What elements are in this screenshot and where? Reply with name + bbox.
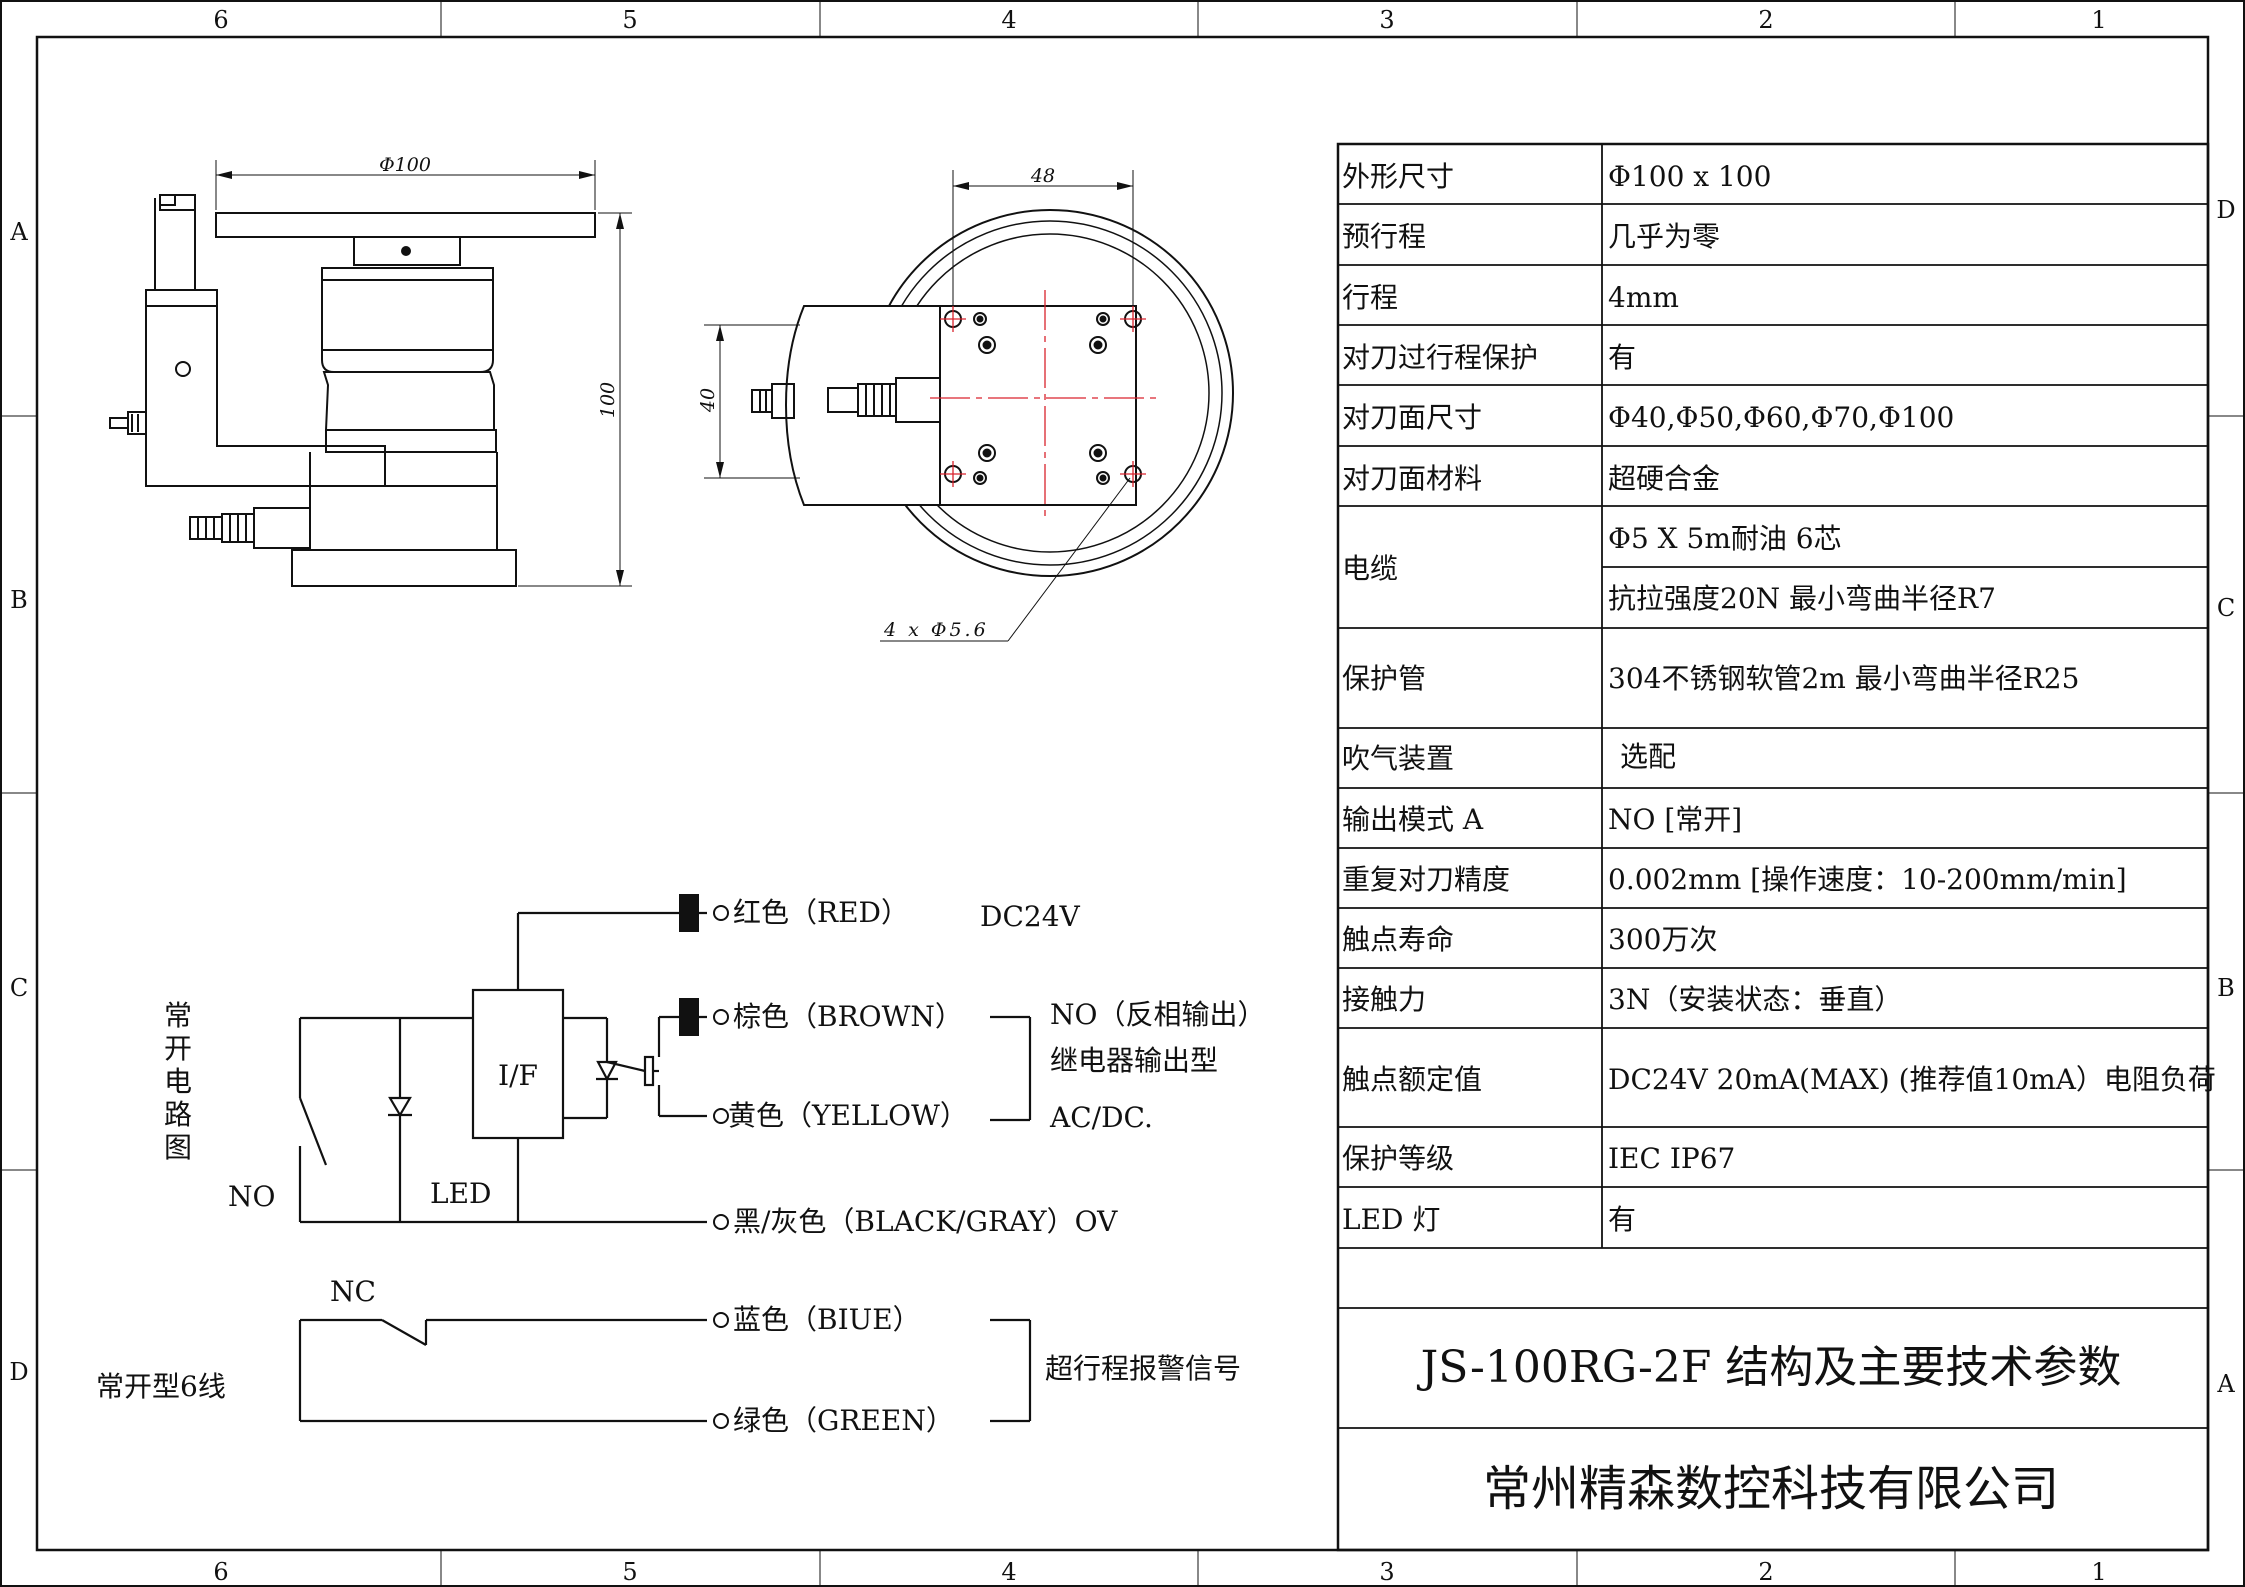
top-view: [704, 170, 1234, 642]
spec-value: 抗拉强度20N 最小弯曲半径R7: [1608, 582, 1996, 615]
centerlines: [930, 290, 1160, 520]
spec-value: NO [常开]: [1608, 803, 1742, 836]
col-label-top: 2: [1758, 6, 1773, 34]
circuit-title-char: 开: [164, 1032, 192, 1065]
spec-label: 对刀面材料: [1342, 462, 1482, 495]
frame-labels: 6 5 4 3 2 1 6 5 4 3 2 1 A B C D D C B A: [9, 6, 2235, 1586]
spec-label: 预行程: [1342, 220, 1426, 253]
spec-value: IEC IP67: [1608, 1142, 1735, 1175]
drawing-title: JS-100RG-2F 结构及主要技术参数: [1417, 1342, 2122, 1393]
spec-label: 对刀面尺寸: [1342, 401, 1482, 434]
circuit-title-char: 电: [164, 1065, 192, 1098]
col-label-bottom: 3: [1379, 1558, 1394, 1586]
col-label-bottom: 5: [622, 1558, 637, 1586]
wire-blue-label: 蓝色（BIUE）: [733, 1303, 921, 1336]
spec-label: 触点寿命: [1342, 923, 1454, 956]
spec-label: 保护管: [1342, 662, 1426, 695]
row-label-left: C: [10, 974, 28, 1002]
spec-value: Φ40,Φ50,Φ60,Φ70,Φ100: [1608, 401, 1954, 434]
circuit-title-char: 路: [164, 1098, 192, 1131]
spec-value: 304不锈钢软管2m 最小弯曲半径R25: [1608, 662, 2079, 695]
row-label-left: D: [9, 1358, 28, 1386]
if-label: I/F: [498, 1059, 538, 1092]
dim-height-label: 100: [597, 382, 619, 418]
row-label-left: B: [10, 586, 28, 614]
spec-value: 几乎为零: [1608, 220, 1720, 253]
spec-label: 接触力: [1342, 983, 1426, 1016]
spec-table: [1336, 142, 2210, 1552]
dim-width-label: 48: [1030, 165, 1055, 187]
row-label-right: C: [2217, 594, 2235, 622]
wire-brown-label: 棕色（BROWN）: [733, 1000, 963, 1033]
supply-label: DC24V: [980, 900, 1081, 933]
col-label-bottom: 6: [213, 1558, 228, 1586]
circuit-title-char: 常: [164, 999, 192, 1032]
spec-value: 有: [1608, 341, 1636, 374]
relay-label: AC/DC.: [1049, 1101, 1153, 1134]
dim-height-label: 40: [697, 388, 719, 413]
col-label-top: 5: [622, 6, 637, 34]
col-label-top: 3: [1379, 6, 1394, 34]
col-label-top: 1: [2091, 6, 2106, 34]
wire-black-label: 黑/灰色（BLACK/GRAY）OV: [733, 1205, 1118, 1238]
spec-label: 重复对刀精度: [1342, 863, 1510, 896]
wire-yellow-label: 黄色（YELLOW）: [728, 1099, 968, 1132]
spec-label: 电缆: [1342, 552, 1398, 585]
no-label: NO: [228, 1180, 275, 1213]
spec-label: 外形尺寸: [1342, 160, 1454, 193]
dim-diameter-label: Φ100: [379, 154, 431, 176]
row-label-right: D: [2216, 196, 2235, 224]
col-label-top: 4: [1001, 6, 1016, 34]
col-label-bottom: 1: [2091, 1558, 2106, 1586]
spec-label: 输出模式 A: [1342, 803, 1484, 836]
spec-table-text: 外形尺寸 Φ100 x 100 预行程 几乎为零 行程 4mm 对刀过行程保护 …: [1342, 160, 2216, 1236]
relay-label: NO（反相输出）: [1050, 998, 1265, 1031]
circuit-title-char: 图: [164, 1131, 192, 1164]
spec-value: 4mm: [1608, 281, 1679, 314]
row-label-left: A: [9, 218, 28, 246]
spec-label: 行程: [1342, 281, 1398, 314]
col-label-top: 6: [213, 6, 228, 34]
spec-label: 触点额定值: [1342, 1063, 1482, 1096]
spec-label: LED 灯: [1342, 1203, 1440, 1236]
spec-value: 0.002mm [操作速度：10-200mm/min]: [1608, 863, 2127, 896]
col-label-bottom: 2: [1758, 1558, 1773, 1586]
cutting-plate: [215, 212, 596, 238]
side-view: [109, 160, 632, 587]
circuit-diagram: [298, 911, 1032, 1423]
led-label: LED: [430, 1177, 491, 1210]
wire-green-label: 绿色（GREEN）: [733, 1404, 954, 1437]
hole-callout: 4 x Φ5.6: [883, 619, 989, 641]
wire-red-label: 红色（RED）: [733, 896, 909, 929]
row-label-right: B: [2217, 974, 2235, 1002]
col-label-bottom: 4: [1001, 1558, 1016, 1586]
type-label: 常开型6线: [96, 1370, 226, 1403]
alarm-label: 超行程报警信号: [1045, 1352, 1241, 1385]
spec-value: 有: [1608, 1203, 1636, 1236]
spec-value: 300万次: [1608, 923, 1717, 956]
spec-label: 对刀过行程保护: [1342, 341, 1538, 374]
spec-value: Φ5 X 5m耐油 6芯: [1608, 522, 1842, 555]
company-name: 常州精森数控科技有限公司: [1483, 1461, 2059, 1517]
spec-label: 保护等级: [1342, 1142, 1454, 1175]
spec-value: DC24V 20mA(MAX) (推荐值10mA）电阻负荷: [1608, 1063, 2216, 1096]
relay-label: 继电器输出型: [1050, 1044, 1218, 1077]
spec-value: 超硬合金: [1608, 462, 1720, 495]
circuit-labels: 常 开 电 路 图 红色（RED） DC24V 棕色（BROWN） 黄色（YEL…: [96, 896, 1265, 1437]
spec-value: 选配: [1620, 740, 1676, 773]
terminals: [679, 894, 729, 1429]
spec-value: 3N（安装状态：垂直）: [1608, 983, 1902, 1016]
nc-label: NC: [330, 1275, 376, 1308]
row-label-right: A: [2216, 1370, 2235, 1398]
spec-value: Φ100 x 100: [1608, 160, 1771, 193]
spec-label: 吹气装置: [1342, 742, 1454, 775]
